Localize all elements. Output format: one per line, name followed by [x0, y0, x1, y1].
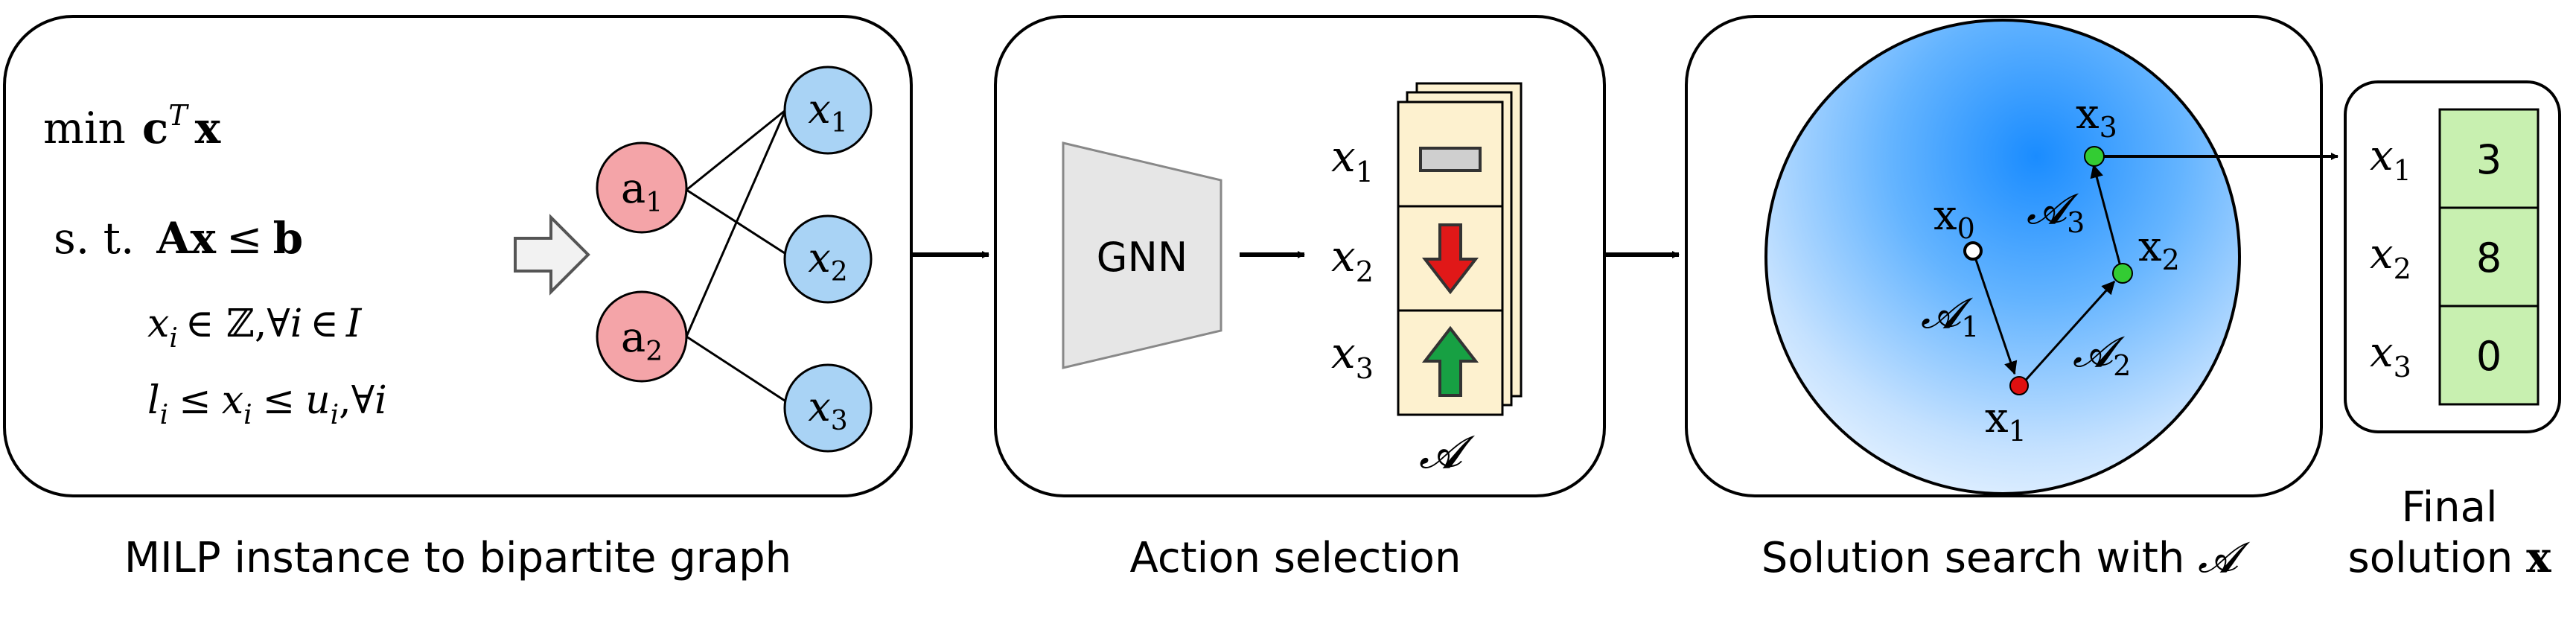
- point-x0: [1963, 241, 1983, 261]
- value-x3: 0: [2476, 333, 2502, 380]
- action-caption: Action selection: [1130, 534, 1461, 582]
- keep-action-icon: [1419, 147, 1482, 172]
- action-row-x1: x1: [1331, 131, 1374, 188]
- final-row-x2: x2: [2370, 230, 2411, 285]
- up-arrow-icon: [1421, 325, 1479, 397]
- variable-node-x2: x2: [783, 214, 873, 304]
- label-x3: x3: [2076, 90, 2117, 144]
- label-x1: x1: [1985, 394, 2027, 448]
- svg-text:x3: x3: [808, 383, 847, 436]
- milp-caption: MILP instance to bipartite graph: [124, 534, 791, 582]
- value-cell-x1: [2438, 108, 2540, 209]
- transform-arrow-icon: [514, 214, 590, 296]
- constraint-node-a1: a1: [596, 141, 688, 234]
- gnn-label: GNN: [1097, 234, 1188, 281]
- point-x1: [2009, 376, 2029, 395]
- svg-text:a1: a1: [621, 165, 663, 218]
- point-x3: [2084, 146, 2105, 167]
- final-row-x3: x3: [2370, 328, 2411, 383]
- point-x2: [2112, 263, 2133, 284]
- svg-text:x1: x1: [808, 86, 847, 138]
- value-cell-x3: [2438, 305, 2540, 406]
- milp-panel: [3, 15, 913, 497]
- final-row-x1: x1: [2370, 132, 2411, 187]
- action-row-x3: x3: [1331, 328, 1374, 385]
- down-arrow-icon: [1421, 223, 1479, 295]
- svg-text:x2: x2: [808, 235, 847, 287]
- label-x2: x2: [2138, 223, 2180, 276]
- search-space: [1764, 19, 2241, 495]
- bipartite-edges: [685, 109, 788, 404]
- final-caption-line1: Final: [2401, 483, 2497, 532]
- value-x2: 8: [2476, 235, 2502, 281]
- action-row-x2: x2: [1331, 231, 1374, 288]
- gnn-block: [1062, 141, 1222, 369]
- variable-node-x3: x3: [783, 363, 873, 453]
- search-caption: Solution search with 𝓐: [1762, 534, 2251, 582]
- final-caption-line2: solution x: [2348, 533, 2552, 582]
- value-x1: 3: [2476, 136, 2502, 183]
- constraint-ax-le-b: s. t.Ax≤b: [54, 213, 303, 264]
- constraint-node-a2: a2: [596, 290, 688, 383]
- label-x0: x0: [1933, 191, 1975, 245]
- bound-constraint: li≤xi≤ui,∀i: [147, 378, 387, 430]
- integer-constraint: xi∈ ℤ,∀i∈I: [147, 302, 363, 354]
- search-trajectory: [1972, 164, 2123, 387]
- variable-node-x1: x1: [783, 66, 873, 155]
- svg-text:a2: a2: [621, 313, 663, 367]
